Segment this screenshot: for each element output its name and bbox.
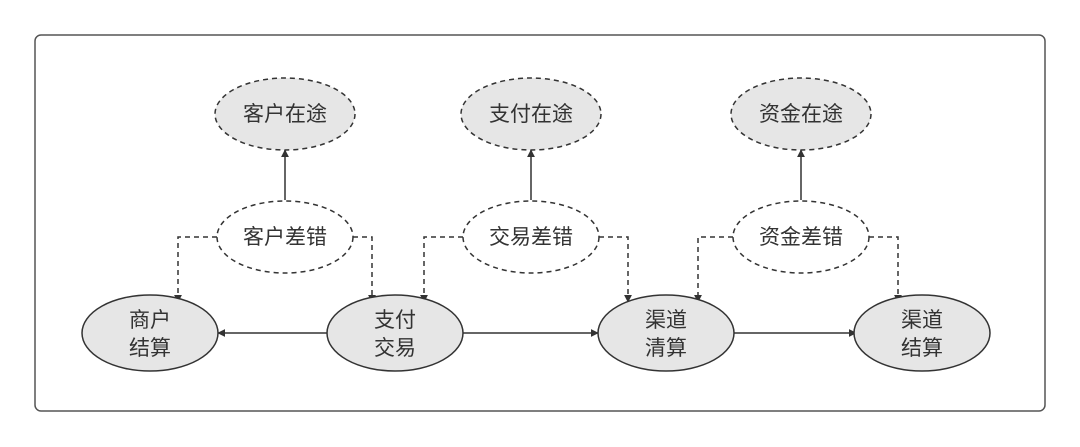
process-label-line-2: 结算 bbox=[129, 336, 171, 360]
in-transit-node-shape bbox=[460, 77, 602, 151]
connectors bbox=[174, 149, 902, 337]
process-node-merchant-settlement: 商户 结算 bbox=[81, 294, 219, 372]
error-node-transaction: 交易差错 bbox=[462, 200, 600, 274]
process-label-line-2: 清算 bbox=[645, 336, 687, 360]
in-transit-node-customer: 客户在途 bbox=[214, 77, 356, 151]
process-node-channel-clearing: 渠道 清算 bbox=[597, 294, 735, 372]
process-node-payment-transaction: 支付 交易 bbox=[326, 294, 464, 372]
edge-customer-error-to-merchant-settlement bbox=[174, 236, 217, 303]
process-label-line-1: 支付 bbox=[374, 308, 416, 332]
in-transit-node-shape bbox=[214, 77, 356, 151]
process-label-line-1: 商户 bbox=[129, 308, 171, 332]
error-node-shape bbox=[732, 200, 870, 274]
process-node-shape bbox=[326, 294, 464, 372]
process-node-shape bbox=[597, 294, 735, 372]
error-label-customer: 客户差错 bbox=[243, 225, 327, 249]
error-node-shape bbox=[462, 200, 600, 274]
process-label-line-2: 结算 bbox=[901, 336, 943, 360]
in-transit-label-payment: 支付在途 bbox=[489, 102, 573, 126]
in-transit-label-customer: 客户在途 bbox=[243, 102, 327, 126]
edge-funds-error-to-channel-clearing bbox=[694, 236, 733, 303]
process-node-shape bbox=[81, 294, 219, 372]
error-label-funds: 资金差错 bbox=[759, 225, 843, 249]
in-transit-node-payment: 支付在途 bbox=[460, 77, 602, 151]
edge-transaction-error-to-payment-transaction bbox=[420, 236, 463, 303]
edge-transaction-error-to-channel-clearing bbox=[599, 236, 632, 303]
process-label-line-1: 渠道 bbox=[645, 308, 687, 332]
error-node-customer: 客户差错 bbox=[216, 200, 354, 274]
process-node-shape bbox=[853, 294, 991, 372]
process-label-line-1: 渠道 bbox=[901, 308, 943, 332]
in-transit-label-funds: 资金在途 bbox=[759, 102, 843, 126]
edge-funds-error-to-channel-settlement bbox=[869, 236, 902, 303]
process-node-channel-settlement: 渠道 结算 bbox=[853, 294, 991, 372]
error-label-transaction: 交易差错 bbox=[489, 225, 573, 249]
in-transit-node-funds: 资金在途 bbox=[730, 77, 872, 151]
in-transit-node-shape bbox=[730, 77, 872, 151]
process-label-line-2: 交易 bbox=[374, 336, 416, 360]
error-node-shape bbox=[216, 200, 354, 274]
error-node-funds: 资金差错 bbox=[732, 200, 870, 274]
edge-customer-error-to-payment-transaction bbox=[353, 236, 376, 303]
